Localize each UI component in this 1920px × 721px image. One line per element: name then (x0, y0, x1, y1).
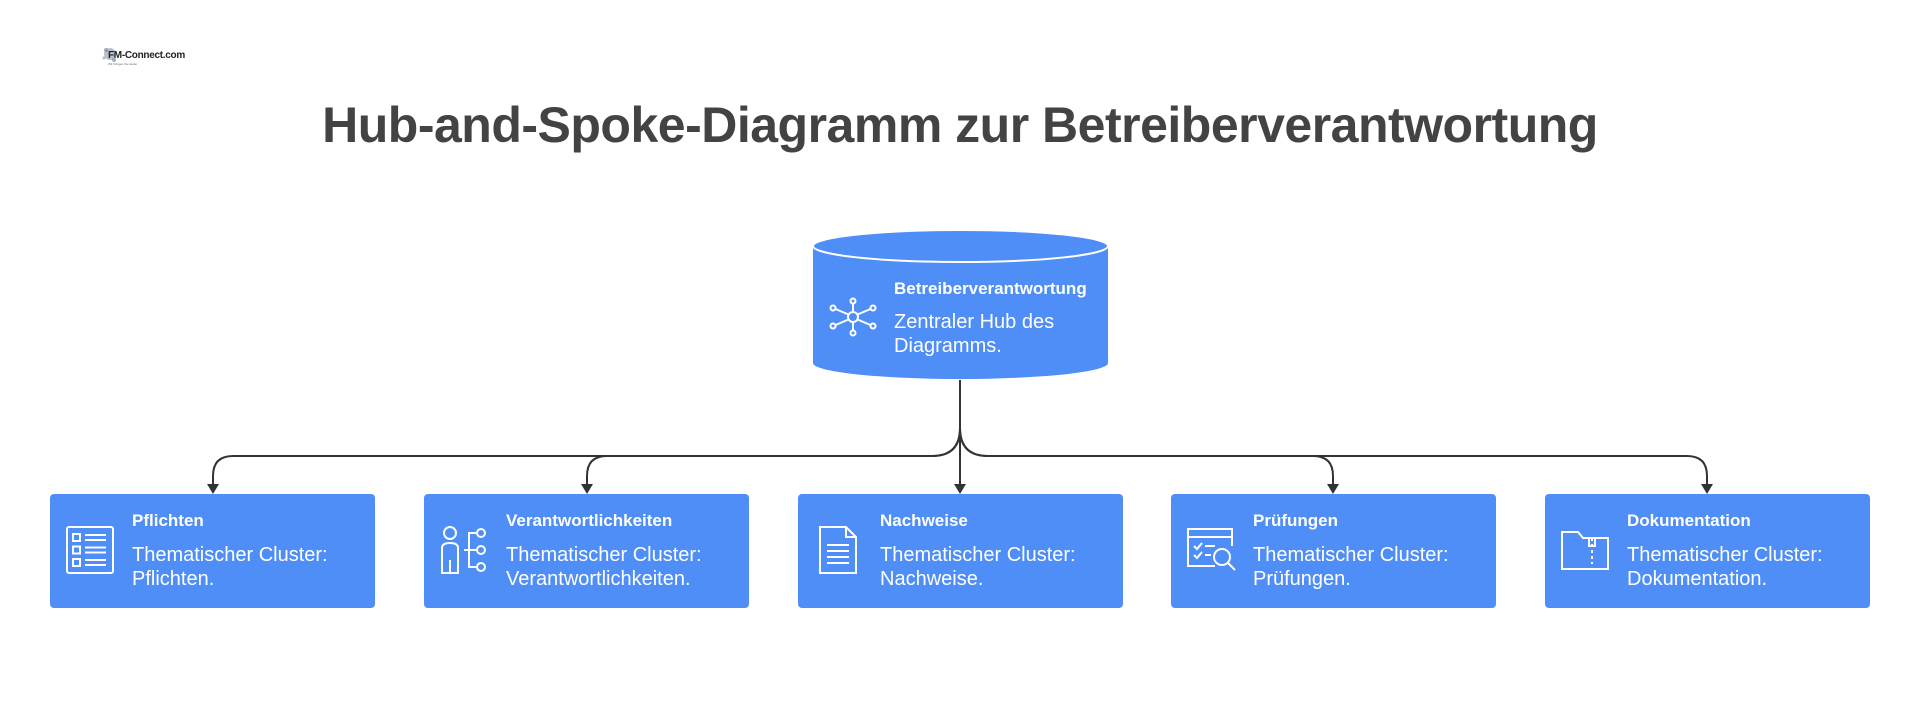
hub-title: Betreiberverantwortung (894, 279, 1087, 298)
spoke-description: Thematischer Cluster: Verantwortlichkeit… (506, 544, 702, 590)
arrowhead-nachweise (954, 484, 966, 494)
spoke-pflichten: Pflichten Thematischer Cluster: Pflichte… (50, 494, 375, 608)
hub-node: Betreiberverantwortung Zentraler Hub des… (812, 229, 1109, 380)
spoke-description: Thematischer Cluster: Pflichten. (132, 544, 328, 590)
logo-tagline: Wir bringen Sie weiter (108, 62, 138, 66)
spoke-description: Thematischer Cluster: Dokumentation. (1627, 544, 1823, 590)
document-icon (819, 526, 857, 574)
spoke-dokumentation: Dokumentation Thematischer Cluster: Doku… (1545, 494, 1870, 608)
logo-text: FM-Connect.com (108, 50, 185, 61)
spoke-title: Nachweise (880, 511, 968, 530)
connector-to-dokumentation (959, 427, 1708, 486)
spoke-verantwortlichkeiten: Verantwortlichkeiten Thematischer Cluste… (424, 494, 749, 608)
inspection-search-icon (1187, 528, 1236, 571)
logo-splash-graphic (102, 48, 116, 62)
arrowhead-verantwortlichkeiten (581, 484, 593, 494)
page-title: Hub-and-Spoke-Diagramm zur Betreibervera… (322, 97, 1598, 153)
logo: FM-Connect.com Wir bringen Sie weiter (98, 40, 185, 74)
hub-cylinder-shape (812, 229, 1109, 379)
folder-icon (1561, 531, 1609, 570)
spoke-description: Thematischer Cluster: Nachweise. (880, 544, 1076, 590)
arrowhead-dokumentation (1701, 484, 1713, 494)
connector-to-verantwortlichkeiten (586, 427, 961, 486)
hub-network-icon (829, 297, 877, 337)
spoke-nachweise: Nachweise Thematischer Cluster: Nachweis… (798, 494, 1123, 608)
spoke-title: Pflichten (132, 511, 204, 530)
checklist-icon (66, 526, 114, 574)
spoke-description: Thematischer Cluster: Prüfungen. (1253, 544, 1449, 590)
spoke-title: Verantwortlichkeiten (506, 511, 673, 530)
spoke-pruefungen: Prüfungen Thematischer Cluster: Prüfunge… (1171, 494, 1496, 608)
arrowhead-pruefungen (1327, 484, 1339, 494)
spoke-title: Prüfungen (1253, 511, 1338, 530)
person-hierarchy-icon (441, 526, 486, 574)
arrowhead-pflichten (207, 484, 219, 494)
spoke-title: Dokumentation (1627, 511, 1751, 530)
hub-description: Zentraler Hub des Diagramms. (894, 311, 1055, 357)
